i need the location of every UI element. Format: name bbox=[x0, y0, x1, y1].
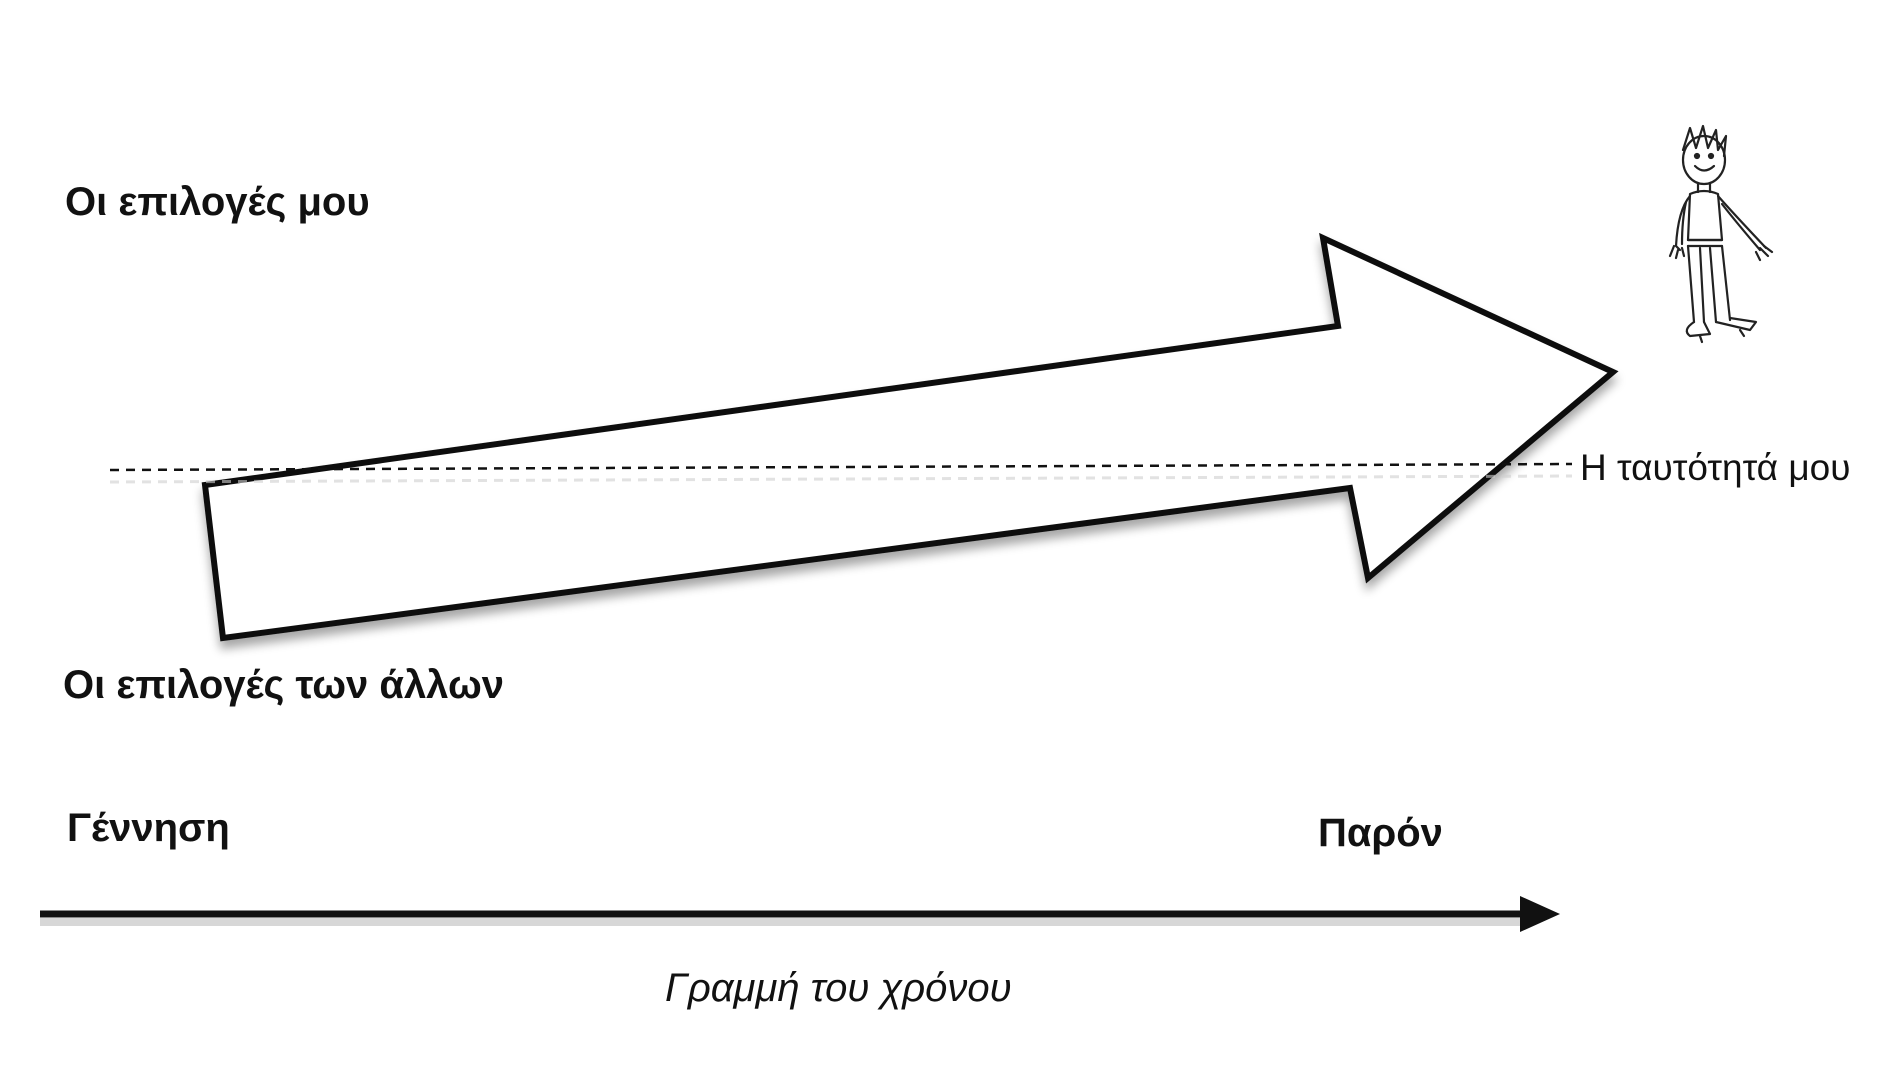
identity-label: Η ταυτότητά μου bbox=[1580, 447, 1851, 488]
my-choices-label: Οι επιλογές μου bbox=[65, 180, 370, 224]
identity-dashed-line bbox=[109, 462, 1573, 472]
timeline-arrow bbox=[40, 896, 1560, 932]
timeline-label: Γραμμή του χρόνου bbox=[665, 966, 1012, 1010]
others-choices-label: Οι επιλογές των άλλων bbox=[63, 663, 504, 707]
present-label: Παρόν bbox=[1318, 811, 1443, 855]
birth-label: Γέννηση bbox=[67, 806, 230, 850]
life-path-arrow bbox=[201, 232, 1619, 642]
identity-dashed-line-shadow bbox=[109, 474, 1573, 484]
person-icon bbox=[1668, 124, 1774, 344]
